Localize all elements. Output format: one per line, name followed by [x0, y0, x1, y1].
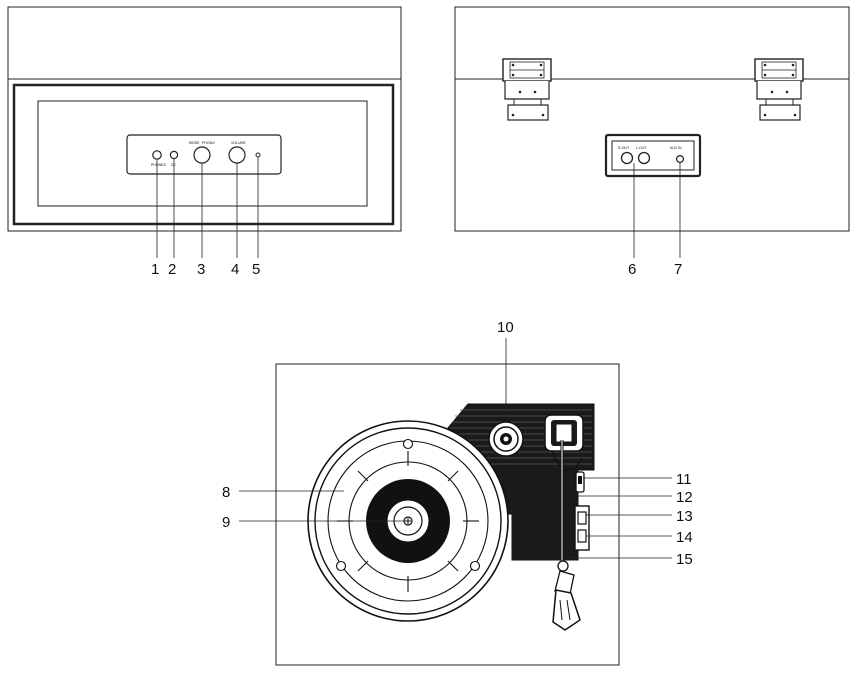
- front-case-outline: [7, 6, 402, 232]
- headshell: [552, 560, 581, 631]
- tonearm-pivot: [544, 414, 584, 471]
- volume-knob: [228, 146, 246, 164]
- adapter-45rpm: [488, 421, 524, 457]
- front-bezel-inner: [37, 100, 368, 207]
- callout-15: 15: [676, 551, 693, 568]
- front-bezel-outer: [12, 83, 395, 226]
- callout-4: 4: [231, 261, 239, 278]
- dc-jack: [169, 150, 179, 160]
- l-out-label: L-OUT: [636, 146, 647, 150]
- callout-14: 14: [676, 529, 693, 546]
- back-view: R-OUT L-OUT AUX IN 6 7: [454, 6, 850, 278]
- callout-6: 6: [628, 261, 636, 278]
- callout-7: 7: [674, 261, 682, 278]
- phones-label: PHONES: [151, 163, 166, 167]
- callout-1: 1: [151, 261, 159, 278]
- volume-label: VOLUME: [231, 141, 246, 145]
- r-out-jack: [620, 151, 634, 165]
- r-out-label: R-OUT: [618, 146, 630, 150]
- back-connector-panel: [604, 133, 702, 178]
- right-hinge: [754, 58, 804, 121]
- left-hinge: [502, 58, 552, 121]
- mode-knob: [193, 146, 211, 164]
- phones-jack: [152, 150, 162, 160]
- back-connector-inner: [611, 140, 695, 171]
- phono-label: PHONO: [202, 141, 215, 145]
- l-out-jack: [637, 151, 651, 165]
- aux-in-jack: [675, 155, 684, 164]
- indicator-led: [255, 152, 261, 158]
- callout-12: 12: [676, 489, 693, 506]
- callout-13: 13: [676, 508, 693, 525]
- callout-11: 11: [676, 471, 692, 488]
- front-view: PHONES DC MODE PHONO VOLUME 1 2 3 4 5: [7, 6, 402, 278]
- callout-9: 9: [222, 514, 230, 531]
- callout-8: 8: [222, 484, 230, 501]
- callout-10: 10: [497, 319, 514, 336]
- mode-label: MODE: [189, 141, 200, 145]
- top-view: 8 9 10 11 12 13 14 15: [222, 319, 693, 666]
- callout-3: 3: [197, 261, 205, 278]
- spindle-area: [366, 479, 450, 563]
- callout-5: 5: [252, 261, 260, 278]
- aux-in-label: AUX IN: [670, 146, 682, 150]
- callout-2: 2: [168, 261, 176, 278]
